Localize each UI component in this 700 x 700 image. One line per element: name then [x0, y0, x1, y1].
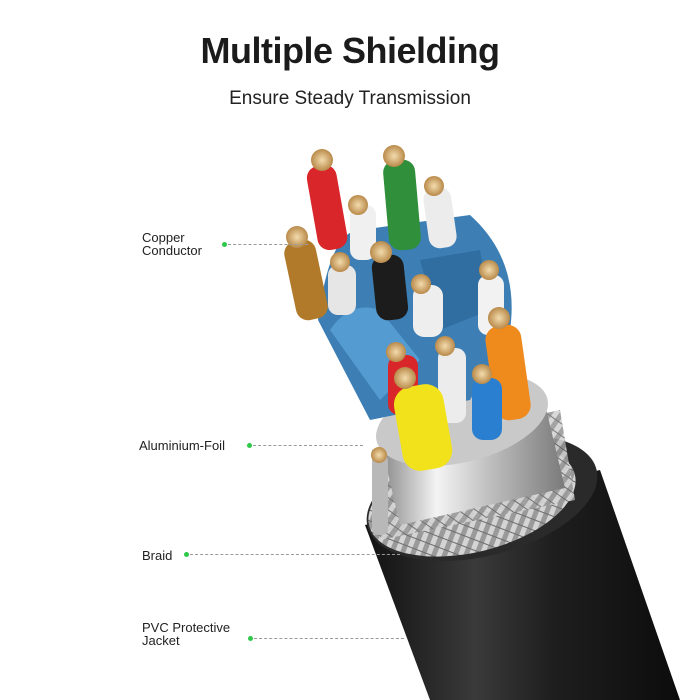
page-title: Multiple Shielding — [200, 30, 501, 71]
callout-braid-line1: Braid — [142, 548, 173, 563]
callout-aluminium-foil: Aluminium-Foil — [139, 439, 225, 452]
wire-white-top — [423, 176, 457, 249]
callout-pvc-line1: PVC Protective — [142, 620, 231, 635]
wire-brown — [284, 226, 328, 321]
wire-white-center — [411, 274, 443, 337]
wire-green — [383, 145, 421, 251]
wire-yellow — [393, 367, 453, 471]
wire-white-lower — [435, 336, 466, 423]
callout-pvc-jacket: PVC Protective Jacket — [142, 621, 230, 647]
callout-line-braid — [190, 554, 400, 555]
page-subtitle: Ensure Steady Transmission — [229, 88, 471, 109]
callout-foil-line1: Aluminium-Foil — [139, 438, 225, 453]
wire-white-left — [328, 252, 356, 315]
callout-braid: Braid — [142, 549, 172, 562]
wire-red — [306, 149, 348, 251]
wire-white-mid — [348, 195, 376, 260]
callout-copper-line1: Copper — [142, 230, 185, 245]
callout-dot-foil — [247, 443, 252, 448]
callout-copper-line2: Conductor — [142, 243, 202, 258]
callout-dot-braid — [184, 552, 189, 557]
callout-pvc-line2: Jacket — [142, 633, 180, 648]
wire-black — [370, 241, 409, 321]
callout-line-copper — [228, 244, 308, 245]
callout-line-foil — [253, 445, 363, 446]
callout-line-pvc — [254, 638, 404, 639]
callout-dot-copper — [222, 242, 227, 247]
callout-copper-conductor: Copper Conductor — [142, 231, 202, 257]
wire-blue — [472, 364, 502, 440]
drain-wire — [371, 447, 388, 535]
callout-dot-pvc — [248, 636, 253, 641]
